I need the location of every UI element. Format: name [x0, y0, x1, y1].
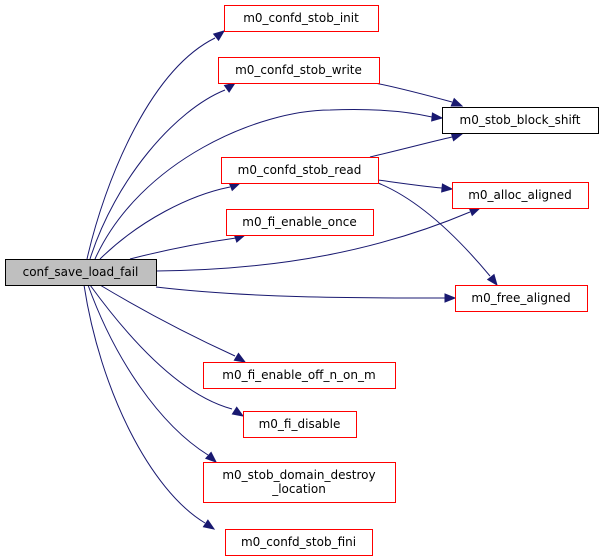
arrowhead-icon: [441, 183, 454, 193]
arrowhead-icon: [468, 207, 482, 217]
edge-line: [99, 284, 236, 357]
node-conf_save_load_fail: conf_save_load_fail: [5, 259, 157, 286]
edge-line: [377, 179, 443, 189]
node-m0_confd_stob_read[interactable]: m0_confd_stob_read: [221, 157, 379, 184]
node-box: [442, 107, 599, 134]
node-box: [452, 182, 589, 209]
node-box: [226, 209, 374, 236]
arrowhead-icon: [228, 182, 242, 192]
node-box: [225, 529, 373, 556]
edge-conf_save_load_fail-to-m0_fi_enable_off_n_on_m: [99, 284, 247, 363]
node-box: [243, 411, 357, 438]
edge-conf_save_load_fail-to-m0_fi_enable_once: [129, 233, 247, 260]
node-label: m0_free_aligned: [471, 291, 570, 305]
edge-conf_save_load_fail-to-m0_stob_domain_destroy_location: [87, 284, 218, 463]
node-box: [455, 285, 588, 312]
node-m0_fi_enable_once[interactable]: m0_fi_enable_once: [226, 209, 374, 236]
edge-line: [129, 237, 237, 260]
node-m0_stob_block_shift[interactable]: m0_stob_block_shift: [442, 107, 599, 134]
node-box: [203, 462, 396, 503]
edge-line: [99, 186, 231, 260]
arrowhead-icon: [233, 352, 247, 363]
node-m0_fi_disable[interactable]: m0_fi_disable: [243, 411, 357, 438]
edge-m0_confd_stob_read-to-m0_free_aligned: [377, 182, 498, 287]
edge-line: [89, 284, 233, 410]
edge-conf_save_load_fail-to-m0_stob_block_shift: [94, 108, 444, 260]
edge-m0_confd_stob_write-to-m0_stob_block_shift: [374, 82, 464, 107]
node-label: _location: [271, 482, 326, 496]
arrowhead-icon: [231, 406, 245, 417]
edge-conf_save_load_fail-to-m0_confd_stob_fini: [83, 284, 216, 530]
arrowhead-icon: [212, 30, 226, 42]
node-m0_confd_stob_fini[interactable]: m0_confd_stob_fini: [225, 529, 373, 556]
edge-line: [155, 286, 446, 299]
edge-line: [86, 37, 216, 260]
edge-line: [377, 182, 491, 277]
edge-line: [374, 82, 453, 103]
arrowhead-icon: [202, 519, 216, 530]
node-label: m0_fi_disable: [259, 417, 341, 431]
arrowhead-icon: [444, 293, 457, 303]
arrowhead-icon: [431, 112, 444, 122]
arrowhead-icon: [204, 451, 218, 463]
node-label: m0_confd_stob_write: [235, 63, 362, 77]
arrowhead-icon: [486, 273, 498, 287]
node-m0_stob_domain_destroy_location[interactable]: m0_stob_domain_destroy_location: [203, 462, 396, 503]
node-label: m0_confd_stob_init: [243, 11, 359, 25]
nodes-layer: conf_save_load_fail m0_confd_stob_init m0_…: [5, 5, 599, 556]
node-label: m0_fi_enable_off_n_on_m: [222, 368, 375, 382]
node-m0_confd_stob_write[interactable]: m0_confd_stob_write: [218, 57, 380, 84]
arrowhead-icon: [450, 97, 464, 107]
arrowhead-icon: [450, 132, 464, 142]
node-box: [218, 57, 380, 84]
node-label: m0_confd_stob_read: [238, 163, 362, 177]
node-label: conf_save_load_fail: [23, 265, 139, 279]
edge-m0_confd_stob_read-to-m0_alloc_aligned: [377, 179, 454, 193]
edge-line: [155, 211, 471, 272]
edge-line: [94, 108, 433, 260]
edge-conf_save_load_fail-to-m0_confd_stob_read: [99, 182, 242, 260]
edges-layer: [83, 30, 498, 530]
edge-conf_save_load_fail-to-m0_confd_stob_init: [86, 30, 226, 260]
node-m0_free_aligned[interactable]: m0_free_aligned: [455, 285, 588, 312]
edge-m0_confd_stob_read-to-m0_stob_block_shift: [369, 132, 464, 158]
node-label: m0_stob_domain_destroy: [222, 468, 375, 482]
node-m0_alloc_aligned[interactable]: m0_alloc_aligned: [452, 182, 589, 209]
node-label: m0_alloc_aligned: [468, 188, 572, 202]
edge-conf_save_load_fail-to-m0_confd_stob_write: [89, 82, 237, 260]
edge-conf_save_load_fail-to-m0_free_aligned: [155, 286, 457, 303]
node-m0_fi_enable_off_n_on_m[interactable]: m0_fi_enable_off_n_on_m: [203, 362, 396, 389]
edge-conf_save_load_fail-to-m0_fi_disable: [89, 284, 245, 417]
node-label: m0_fi_enable_once: [242, 215, 357, 229]
node-label: m0_confd_stob_fini: [241, 535, 356, 549]
edge-line: [87, 284, 209, 456]
node-m0_confd_stob_init[interactable]: m0_confd_stob_init: [224, 5, 379, 32]
arrowhead-icon: [223, 82, 237, 93]
node-box: [5, 259, 157, 286]
edge-line: [83, 284, 206, 524]
edge-line: [89, 89, 226, 260]
node-box: [203, 362, 396, 389]
node-box: [221, 157, 379, 184]
node-label: m0_stob_block_shift: [460, 113, 581, 127]
node-box: [224, 5, 379, 32]
edge-line: [369, 136, 453, 158]
